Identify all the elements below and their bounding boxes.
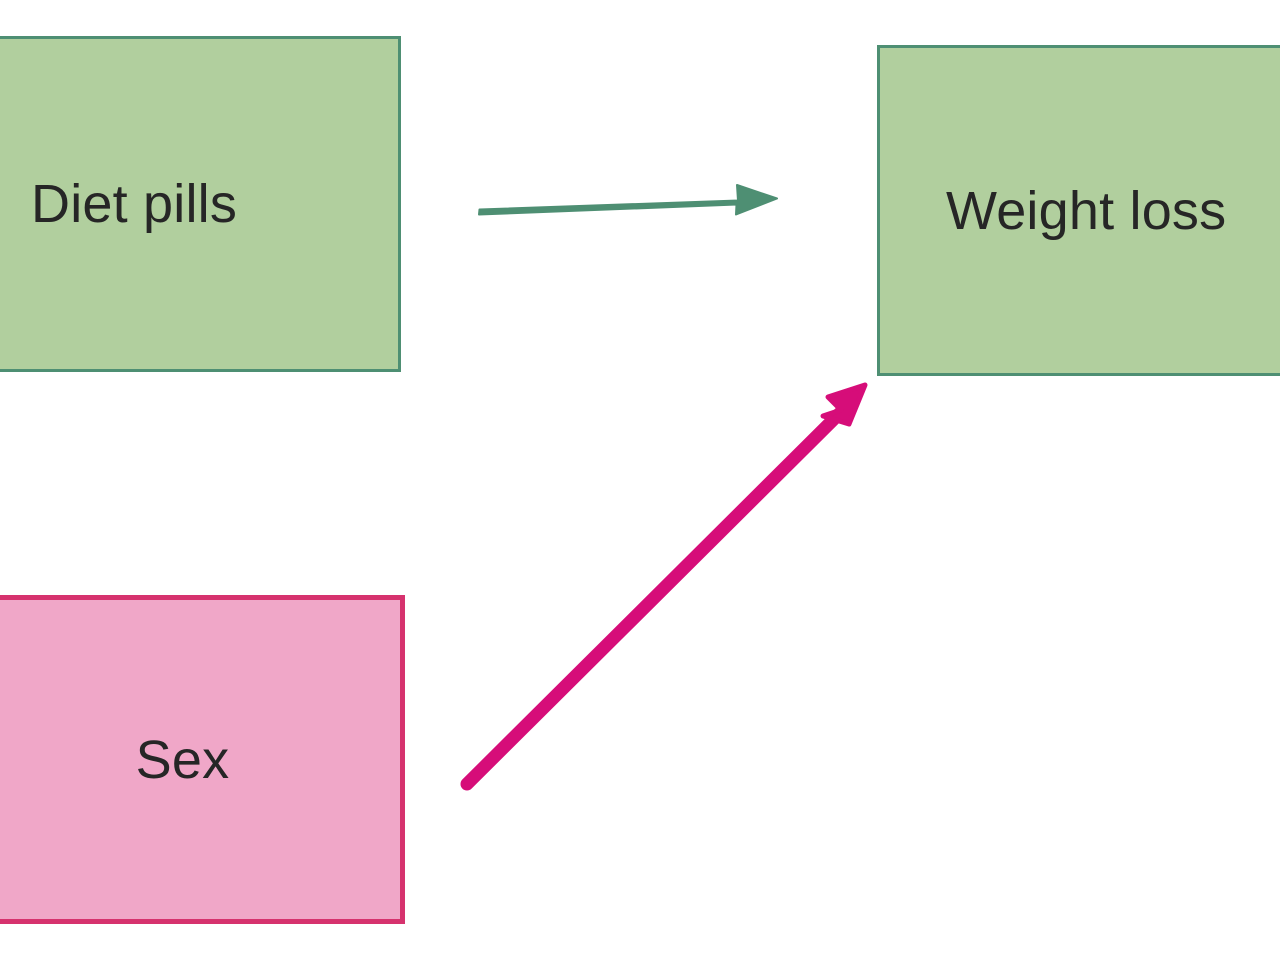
arrow-diet-pills-to-weight-loss[interactable] (478, 184, 778, 216)
node-diet-pills[interactable]: Diet pills (0, 36, 401, 372)
node-weight-loss-label: Weight loss (946, 180, 1227, 241)
node-weight-loss[interactable]: Weight loss (877, 45, 1280, 376)
node-sex[interactable]: Sex (0, 595, 405, 924)
arrow-sex-to-weight-loss[interactable] (460, 382, 868, 791)
node-diet-pills-label: Diet pills (31, 174, 238, 234)
node-sex-label: Sex (135, 729, 230, 790)
